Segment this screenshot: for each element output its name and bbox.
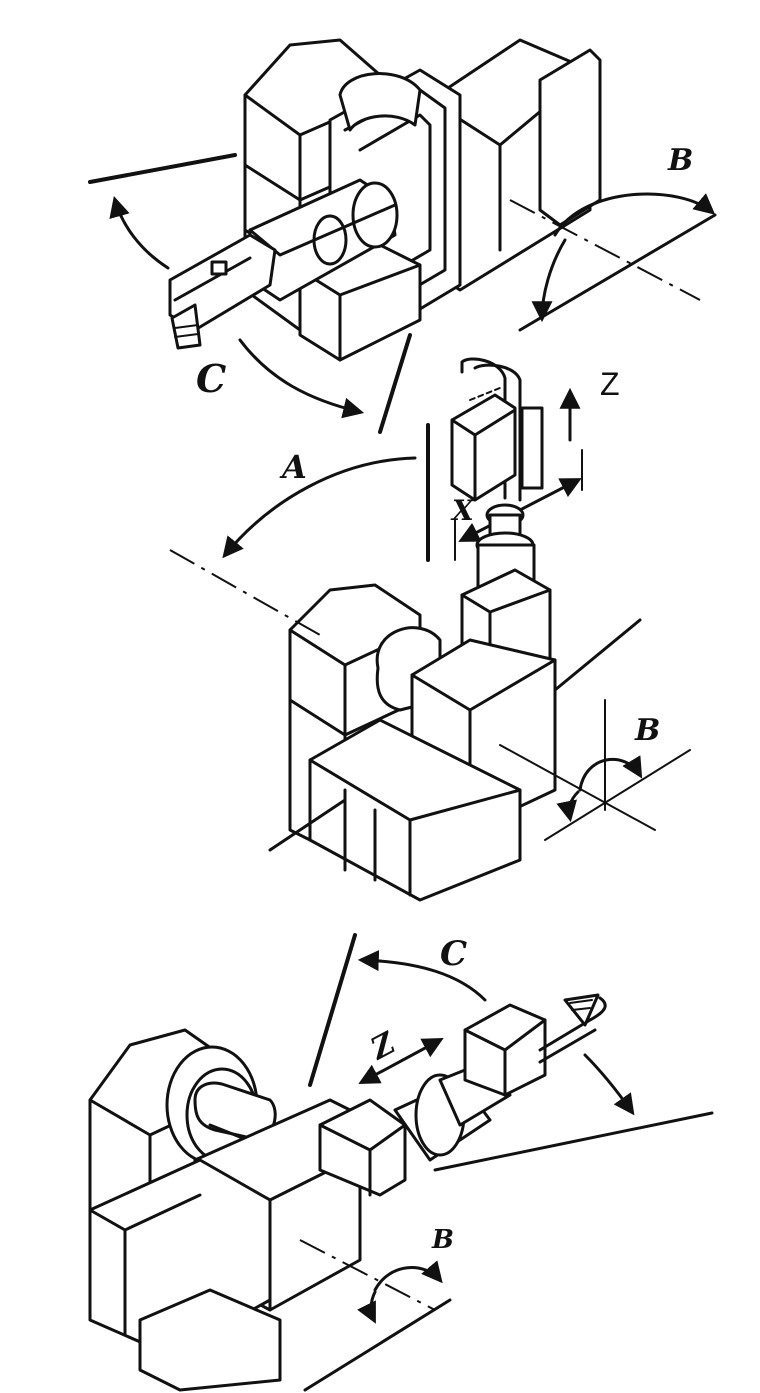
mid-a-label: A xyxy=(279,448,307,486)
top-c-label: C xyxy=(196,356,226,401)
bot-c-label: C xyxy=(440,934,467,974)
mid-b-label: B xyxy=(634,713,660,748)
robot-top: B C xyxy=(88,38,717,434)
bot-z-label: Z xyxy=(364,1025,402,1067)
robot-bottom: C Z B xyxy=(88,933,714,1392)
robot-middle: Z X A xyxy=(169,357,691,902)
bot-b-label: B xyxy=(431,1225,454,1255)
mid-x-label: X xyxy=(450,494,475,527)
top-b-label: B xyxy=(667,143,693,178)
mid-z-label: Z xyxy=(600,366,620,402)
